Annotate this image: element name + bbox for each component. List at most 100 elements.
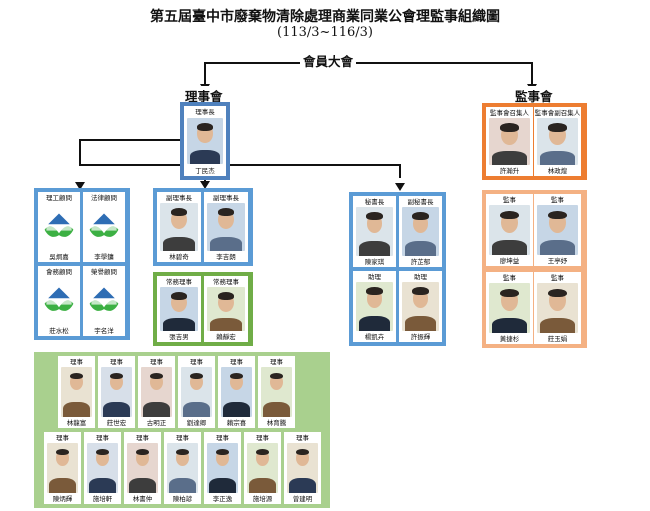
portrait-photo: [47, 443, 78, 493]
portrait-photo: [127, 443, 158, 493]
portrait-photo: [402, 282, 439, 331]
advisor-card: 理工顧問吳炯嘉: [38, 192, 80, 262]
portrait-photo: [207, 203, 245, 251]
chart-title: 第五屆臺中市廢棄物清除處理商業同業公會理監事組織圖: [150, 9, 500, 25]
portrait-photo: [489, 283, 530, 333]
member-name: 陳炳輝: [52, 495, 73, 503]
association-logo-icon: [86, 277, 122, 325]
portrait-photo: [247, 443, 278, 493]
member-name: 李吉朗: [216, 253, 236, 261]
chairman-role: 理事長: [195, 108, 215, 116]
advisor-card: 榮譽顧問宇名洋: [83, 266, 125, 336]
member-role: 助理: [414, 273, 427, 281]
member-name: 林碧奇: [169, 253, 189, 261]
member-role: 理事: [296, 434, 309, 442]
supervisor-head-card: 監事會副召集人林政煌: [534, 107, 581, 176]
member-name: 賴靜宏: [216, 333, 236, 341]
member-role: 常務理事: [213, 278, 239, 286]
member-role: 監事: [551, 196, 564, 204]
portrait-photo: [61, 367, 92, 417]
secretary-card: 秘書長陳家琪: [353, 196, 396, 267]
member-name: 林書仲: [132, 495, 153, 503]
member-name: 楊凱卉: [364, 333, 385, 341]
member-role: 監事會召集人: [490, 109, 529, 117]
supervisor-board-label: 監事會: [512, 86, 556, 105]
director-card: 理事莊世宏: [98, 356, 135, 428]
member-name: 黃捷杉: [499, 335, 520, 343]
portrait-photo: [141, 367, 172, 417]
member-name: 許振輝: [410, 333, 431, 341]
portrait-photo: [356, 282, 393, 331]
member-name: 莊水松: [49, 327, 69, 335]
vice-chair-card: 副理事長林碧奇: [157, 192, 201, 262]
chairman-name: 丁民杰: [195, 167, 215, 175]
member-name: 張吉男: [169, 333, 189, 341]
portrait-photo: [221, 367, 252, 417]
portrait-photo: [207, 443, 238, 493]
portrait-photo: [287, 443, 318, 493]
member-name: 林龍富: [66, 419, 87, 427]
supervisor-card: 監事黃捷杉: [486, 272, 533, 344]
member-role: 監事: [551, 274, 564, 282]
supervisor-card: 監事王亭妤: [534, 194, 581, 266]
member-role: 理事: [150, 358, 163, 366]
member-role: 理事: [216, 434, 229, 442]
member-name: 古明正: [146, 419, 167, 427]
member-role: 理事: [270, 358, 283, 366]
member-name: 陳柏諺: [172, 495, 193, 503]
portrait-photo: [537, 118, 578, 165]
vice-chair-card: 副理事長李吉朗: [204, 192, 248, 262]
director-card: 理事陳炳輝: [44, 432, 81, 504]
director-card: 理事賴宗喜: [218, 356, 255, 428]
portrait-photo: [87, 443, 118, 493]
member-role: 理事: [136, 434, 149, 442]
chairman-card: 理事長丁民杰: [184, 106, 226, 176]
member-role: 監事會副召集人: [534, 109, 581, 117]
director-card: 理事施培源: [244, 432, 281, 504]
supervisor-card: 監事廖坤益: [486, 194, 533, 266]
portrait-photo: [489, 118, 530, 165]
director-card: 理事陳柏諺: [164, 432, 201, 504]
member-role: 監事: [503, 274, 516, 282]
portrait-photo: [489, 205, 530, 255]
portrait-photo: [187, 118, 223, 164]
director-card: 理事曾建明: [284, 432, 321, 504]
director-card: 理事劉達卿: [178, 356, 215, 428]
member-name: 莊世宏: [106, 419, 127, 427]
standing-director-card: 常務理事賴靜宏: [204, 276, 248, 342]
member-role: 理事: [256, 434, 269, 442]
director-card: 理事李正逸: [204, 432, 241, 504]
association-logo-icon: [86, 203, 122, 251]
member-name: 賴宗喜: [226, 419, 247, 427]
portrait-photo: [181, 367, 212, 417]
director-card: 理事林育騰: [258, 356, 295, 428]
member-role: 理事: [230, 358, 243, 366]
member-name: 施培源: [252, 495, 273, 503]
director-card: 理事施培軒: [84, 432, 121, 504]
member-role: 常務理事: [166, 278, 192, 286]
advisor-card: 會務顧問莊水松: [38, 266, 80, 336]
member-role: 理事: [190, 358, 203, 366]
member-name: 林政煌: [547, 167, 568, 175]
director-card: 理事林書仲: [124, 432, 161, 504]
member-name: 李正逸: [212, 495, 233, 503]
member-role: 理事: [70, 358, 83, 366]
member-name: 林育騰: [266, 419, 287, 427]
member-name: 吳炯嘉: [49, 253, 69, 261]
member-role: 理事: [56, 434, 69, 442]
portrait-photo: [537, 205, 578, 255]
member-name: 廖坤益: [499, 257, 520, 265]
member-role: 法律顧問: [91, 194, 117, 202]
portrait-photo: [207, 287, 245, 331]
portrait-photo: [537, 283, 578, 333]
advisor-card: 法律顧問李學鏞: [83, 192, 125, 262]
member-name: 曾建明: [292, 495, 313, 503]
director-card: 理事林龍富: [58, 356, 95, 428]
member-name: 施培軒: [92, 495, 113, 503]
supervisor-card: 監事莊玉娟: [534, 272, 581, 344]
member-name: 李學鏞: [94, 253, 114, 261]
board-label: 理事會: [182, 86, 226, 105]
portrait-photo: [101, 367, 132, 417]
member-name: 宇名洋: [94, 327, 114, 335]
member-role: 助理: [368, 273, 381, 281]
